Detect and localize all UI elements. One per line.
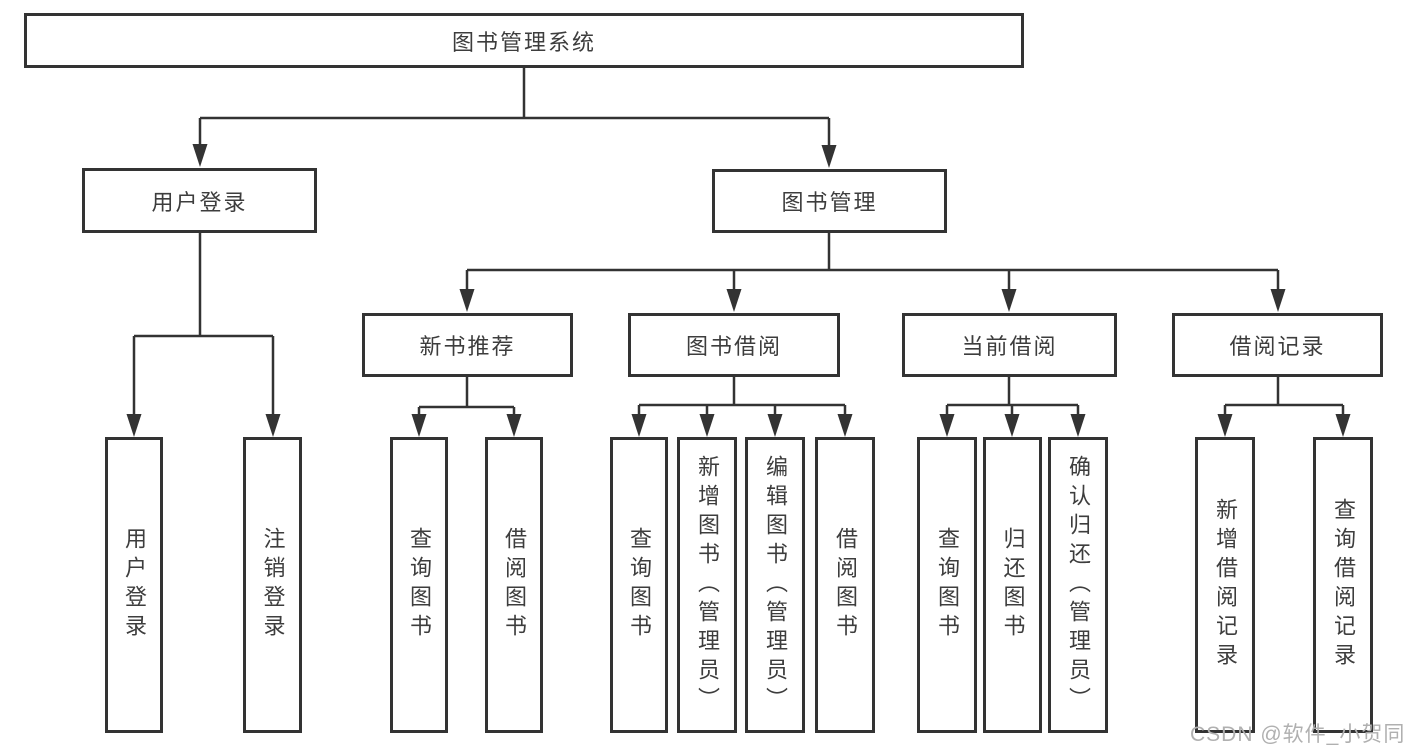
node-current-borrow: 当前借阅 (902, 313, 1117, 377)
leaf-recommend-borrow-books: 借阅图书 (485, 437, 543, 733)
leaf-confirm-return-admin-label: 确认归还（管理员） (1066, 454, 1091, 716)
node-library-system: 图书管理系统 (24, 13, 1024, 68)
node-new-book-recommend-label: 新书推荐 (419, 334, 516, 359)
node-borrow-records-label: 借阅记录 (1229, 334, 1326, 359)
leaf-recommend-query-books-label: 查询图书 (407, 527, 432, 643)
node-borrow-records: 借阅记录 (1172, 313, 1383, 377)
leaf-current-query-books: 查询图书 (917, 437, 977, 733)
leaf-borrow-books-label: 借阅图书 (833, 527, 858, 643)
leaf-user-login-label: 用户登录 (122, 527, 147, 643)
node-book-borrow: 图书借阅 (628, 313, 840, 377)
leaf-edit-book-admin-label: 编辑图书（管理员） (763, 454, 788, 716)
node-book-borrow-label: 图书借阅 (685, 334, 782, 359)
leaf-add-borrow-record-label: 新增借阅记录 (1213, 498, 1238, 672)
leaf-borrow-books: 借阅图书 (815, 437, 875, 733)
leaf-edit-book-admin: 编辑图书（管理员） (745, 437, 805, 733)
leaf-logout: 注销登录 (243, 437, 302, 733)
node-current-borrow-label: 当前借阅 (961, 334, 1058, 359)
leaf-return-books-label: 归还图书 (1000, 527, 1026, 643)
leaf-confirm-return-admin: 确认归还（管理员） (1048, 437, 1108, 733)
leaf-borrow-query-books-label: 查询图书 (627, 527, 652, 643)
leaf-user-login: 用户登录 (105, 437, 163, 733)
leaf-query-borrow-record-label: 查询借阅记录 (1331, 498, 1356, 672)
leaf-query-borrow-record: 查询借阅记录 (1313, 437, 1373, 733)
node-user-login-branch: 用户登录 (82, 168, 317, 233)
node-user-login-branch-label: 用户登录 (151, 189, 248, 215)
leaf-recommend-borrow-books-label: 借阅图书 (502, 527, 527, 643)
node-library-system-label: 图书管理系统 (451, 29, 596, 55)
watermark: CSDN @软件_小贺同学 (1190, 723, 1405, 746)
leaf-add-book-admin: 新增图书（管理员） (677, 437, 737, 733)
node-book-management: 图书管理 (712, 169, 947, 233)
leaf-borrow-query-books: 查询图书 (610, 437, 668, 733)
leaf-recommend-query-books: 查询图书 (390, 437, 448, 733)
leaf-current-query-books-label: 查询图书 (935, 527, 960, 643)
leaf-logout-label: 注销登录 (260, 527, 286, 643)
leaf-return-books: 归还图书 (983, 437, 1042, 733)
leaf-add-book-admin-label: 新增图书（管理员） (695, 454, 720, 716)
node-book-management-label: 图书管理 (781, 190, 878, 215)
arrowheads (126, 144, 1351, 437)
node-new-book-recommend: 新书推荐 (362, 313, 573, 377)
leaf-add-borrow-record: 新增借阅记录 (1195, 437, 1255, 733)
